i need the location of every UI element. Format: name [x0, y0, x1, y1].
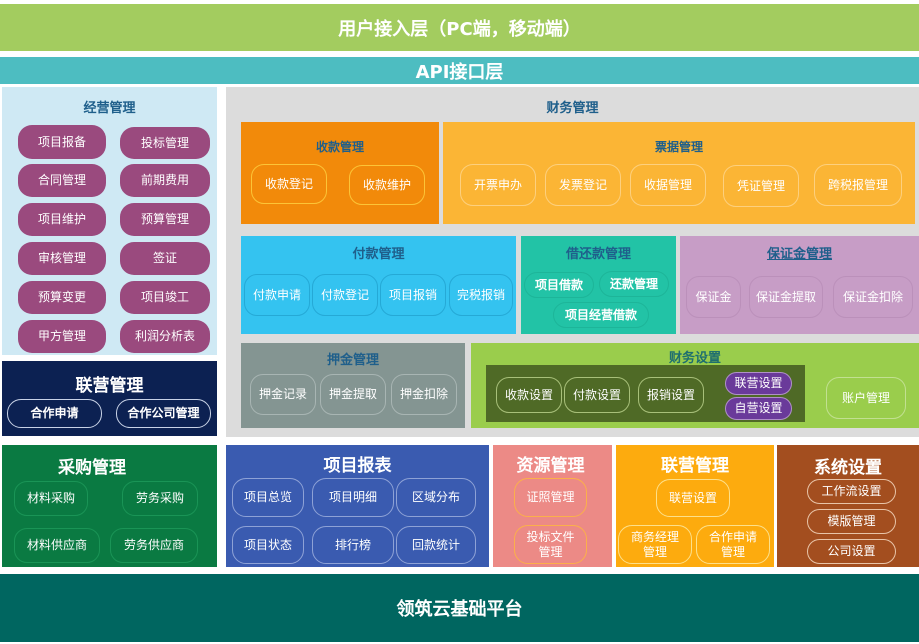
loan-management-title: 借还款管理	[565, 247, 631, 262]
report-item-3[interactable]: 项目状态	[232, 526, 304, 564]
purchase-item-0[interactable]: 材料采购	[14, 481, 88, 516]
guarantee-item-2[interactable]: 保证金扣除	[833, 276, 913, 318]
deposit-management-title: 押金管理	[326, 353, 379, 368]
guarantee-item-1[interactable]: 保证金提取	[749, 276, 823, 318]
finance-settings-item-2[interactable]: 报销设置	[638, 377, 704, 413]
system-settings-panel: 系统设置 工作流设置 模版管理 公司设置	[777, 445, 919, 567]
api-layer: API接口层	[0, 57, 919, 84]
joint-management-bottom-title: 联营管理	[661, 456, 729, 476]
report-item-4[interactable]: 排行榜	[312, 526, 394, 564]
project-report-panel: 项目报表 项目总览 项目明细 区域分布 项目状态 排行榜 回款统计	[226, 445, 489, 567]
report-item-1[interactable]: 项目明细	[312, 478, 394, 517]
receipt-management-panel: 收款管理 收款登记 收款维护	[241, 122, 439, 224]
resource-management-panel: 资源管理 证照管理 投标文件 管理	[493, 445, 612, 567]
joint-left-item-1[interactable]: 合作公司管理	[116, 399, 211, 428]
business-item-6[interactable]: 审核管理	[18, 242, 106, 275]
finance-settings-panel: 财务设置 收款设置 付款设置 报销设置 联营设置 自营设置 账户管理	[471, 343, 919, 428]
deposit-management-panel: 押金管理 押金记录 押金提取 押金扣除	[241, 343, 465, 428]
finance-management-title: 财务管理	[546, 101, 599, 116]
loan-item-1[interactable]: 还款管理	[599, 271, 669, 297]
payment-item-1[interactable]: 付款登记	[312, 274, 378, 316]
system-settings-title: 系统设置	[814, 458, 882, 478]
business-item-2[interactable]: 合同管理	[18, 164, 106, 197]
finance-settings-purple-0[interactable]: 联营设置	[725, 372, 792, 395]
joint-management-left-title: 联营管理	[75, 376, 144, 396]
business-item-0[interactable]: 项目报备	[18, 125, 106, 159]
report-item-0[interactable]: 项目总览	[232, 478, 304, 517]
user-access-layer: 用户接入层（PC端，移动端）	[0, 4, 919, 51]
joint-management-left-panel: 联营管理 合作申请 合作公司管理	[2, 361, 217, 436]
receipt-item-1[interactable]: 收款维护	[349, 165, 425, 205]
loan-management-panel: 借还款管理 项目借款 还款管理 项目经营借款	[521, 236, 676, 334]
resource-management-title: 资源管理	[516, 456, 585, 476]
invoice-item-0[interactable]: 开票申办	[460, 164, 536, 206]
guarantee-item-0[interactable]: 保证金	[686, 276, 741, 318]
purchase-management-title: 采购管理	[58, 458, 126, 478]
finance-settings-item-0[interactable]: 收款设置	[496, 377, 562, 413]
finance-settings-item-1[interactable]: 付款设置	[564, 377, 630, 413]
guarantee-management-panel: 保证金管理 保证金 保证金提取 保证金扣除	[680, 236, 919, 334]
joint-bottom-item-1[interactable]: 商务经理 管理	[618, 525, 692, 564]
purchase-management-panel: 采购管理 材料采购 劳务采购 材料供应商 劳务供应商	[2, 445, 217, 567]
receipt-management-title: 收款管理	[315, 140, 364, 154]
joint-management-bottom-panel: 联营管理 联营设置 商务经理 管理 合作申请 管理	[616, 445, 774, 567]
business-management-title: 经营管理	[83, 101, 136, 116]
platform-layer: 领筑云基础平台	[0, 574, 919, 642]
payment-item-0[interactable]: 付款申请	[244, 274, 310, 316]
user-access-layer-label: 用户接入层（PC端，移动端）	[338, 18, 581, 40]
system-item-0[interactable]: 工作流设置	[807, 479, 896, 504]
finance-settings-purple-1[interactable]: 自营设置	[725, 397, 792, 420]
deposit-item-0[interactable]: 押金记录	[250, 374, 316, 415]
report-item-5[interactable]: 回款统计	[396, 526, 476, 564]
invoice-item-2[interactable]: 收据管理	[630, 164, 706, 206]
account-management-button[interactable]: 账户管理	[826, 377, 906, 419]
payment-management-title: 付款管理	[352, 247, 405, 262]
loan-item-0[interactable]: 项目借款	[524, 272, 594, 298]
payment-item-2[interactable]: 项目报销	[380, 274, 446, 316]
business-item-11[interactable]: 利润分析表	[120, 320, 210, 353]
business-item-5[interactable]: 预算管理	[120, 203, 210, 236]
purchase-item-3[interactable]: 劳务供应商	[110, 528, 198, 563]
platform-layer-label: 领筑云基础平台	[396, 599, 523, 620]
payment-management-panel: 付款管理 付款申请 付款登记 项目报销 完税报销	[241, 236, 516, 334]
business-item-7[interactable]: 签证	[120, 242, 210, 275]
invoice-management-panel: 票据管理 开票申办 发票登记 收据管理 凭证管理 跨税报管理	[443, 122, 915, 224]
invoice-item-1[interactable]: 发票登记	[545, 164, 621, 206]
deposit-item-1[interactable]: 押金提取	[320, 374, 386, 415]
finance-settings-title: 财务设置	[668, 351, 721, 366]
system-item-1[interactable]: 模版管理	[807, 509, 896, 534]
business-item-9[interactable]: 项目竣工	[120, 281, 210, 314]
invoice-management-title: 票据管理	[654, 140, 703, 154]
joint-bottom-item-0[interactable]: 联营设置	[656, 479, 730, 517]
invoice-item-4[interactable]: 跨税报管理	[814, 164, 902, 206]
receipt-item-0[interactable]: 收款登记	[251, 164, 327, 204]
guarantee-management-title: 保证金管理	[766, 247, 832, 262]
business-management-panel: 经营管理 项目报备 投标管理 合同管理 前期费用 项目维护 预算管理 审核管理 …	[2, 87, 217, 355]
invoice-item-3[interactable]: 凭证管理	[723, 165, 799, 207]
business-item-3[interactable]: 前期费用	[120, 164, 210, 197]
project-report-title: 项目报表	[323, 456, 392, 476]
business-item-8[interactable]: 预算变更	[18, 281, 106, 314]
deposit-item-2[interactable]: 押金扣除	[391, 374, 457, 415]
business-item-10[interactable]: 甲方管理	[18, 320, 106, 353]
purchase-item-1[interactable]: 劳务采购	[122, 481, 198, 516]
resource-item-0[interactable]: 证照管理	[514, 478, 587, 517]
business-item-4[interactable]: 项目维护	[18, 203, 106, 236]
purchase-item-2[interactable]: 材料供应商	[14, 528, 100, 563]
business-item-1[interactable]: 投标管理	[120, 127, 210, 159]
api-layer-label: API接口层	[415, 61, 504, 83]
joint-bottom-item-2[interactable]: 合作申请 管理	[696, 525, 770, 564]
payment-item-3[interactable]: 完税报销	[449, 274, 513, 316]
report-item-2[interactable]: 区域分布	[396, 478, 476, 517]
system-item-2[interactable]: 公司设置	[807, 539, 896, 564]
loan-item-2[interactable]: 项目经营借款	[553, 302, 649, 328]
resource-item-1[interactable]: 投标文件 管理	[514, 525, 587, 564]
joint-left-item-0[interactable]: 合作申请	[7, 399, 102, 428]
